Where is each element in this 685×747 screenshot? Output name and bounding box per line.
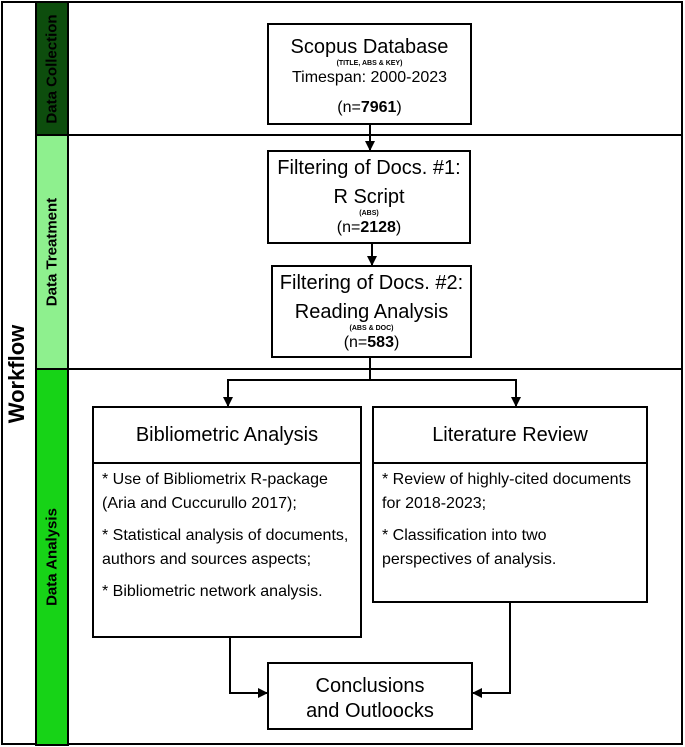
scopus-count-suffix: ) [396, 99, 402, 117]
filter2-box: Filtering of Docs. #2: Reading Analysis … [271, 265, 472, 358]
scopus-title: Scopus Database [290, 36, 449, 58]
filter2-count-value: 583 [367, 333, 394, 351]
filter1-count-suffix: ) [395, 218, 402, 236]
stage-divider-1 [35, 134, 683, 136]
scopus-timespan: Timespan: 2000-2023 [291, 68, 448, 86]
bibliometric-analysis-box: Bibliometric Analysis * Use of Bibliomet… [92, 406, 362, 638]
scopus-count: (n=7961) [269, 98, 470, 117]
filter2-title: Filtering of Docs. #2: [279, 272, 464, 294]
filter1-count-prefix: (n= [336, 218, 361, 236]
filter2-count-suffix: ) [393, 333, 400, 351]
filter2-subtitle: (ABS & DOC) [349, 325, 394, 332]
bibliometric-item: * Use of Bibliometrix R-package (Aria an… [102, 471, 328, 512]
arrow-review-to-conclusions [472, 603, 511, 698]
review-item: * Review of highly-cited documents for 2… [382, 471, 632, 512]
conclusions-line1: Conclusions [315, 675, 425, 697]
band-data-analysis: Data Analysis [35, 368, 69, 746]
scopus-database-box: Scopus Database (TITLE, ABS & KEY) Times… [267, 23, 472, 125]
scopus-count-prefix: (n= [337, 99, 361, 117]
review-title: Literature Review [374, 408, 646, 464]
scopus-count-value: 7961 [360, 99, 397, 117]
filter2-count: (n=583) [273, 333, 470, 352]
filter1-box: Filtering of Docs. #1: R Script (ABS) (n… [267, 150, 471, 244]
filter1-count: (n=2128) [269, 218, 469, 237]
scopus-subtitle: (TITLE, ABS & KEY) [336, 60, 403, 67]
filter1-method: R Script [333, 186, 405, 208]
bibliometric-item: * Statistical analysis of documents, aut… [102, 527, 349, 568]
branch-line-right [370, 379, 521, 407]
filter1-subtitle: (ABS) [359, 210, 379, 217]
stage-divider-2 [35, 368, 683, 370]
bibliometric-item: * Bibliometric network analysis. [102, 583, 323, 600]
filter1-title: Filtering of Docs. #1: [277, 157, 461, 179]
branch-line [223, 358, 371, 407]
review-list: * Review of highly-cited documents for 2… [374, 464, 646, 584]
literature-review-box: Literature Review * Review of highly-cit… [372, 406, 648, 603]
review-item: * Classification into two perspectives o… [382, 527, 557, 568]
conclusions-box: Conclusions and Outloocks [267, 662, 473, 730]
conclusions-line2: and Outloocks [306, 700, 434, 722]
arrow-bibliometric-to-conclusions [229, 638, 268, 698]
band-data-treatment: Data Treatment [35, 134, 69, 370]
filter2-count-prefix: (n= [343, 333, 368, 351]
bibliometric-title: Bibliometric Analysis [94, 408, 360, 464]
bibliometric-list: * Use of Bibliometrix R-package (Aria an… [94, 464, 360, 616]
filter2-method: Reading Analysis [294, 301, 449, 323]
filter1-count-value: 2128 [360, 218, 396, 236]
